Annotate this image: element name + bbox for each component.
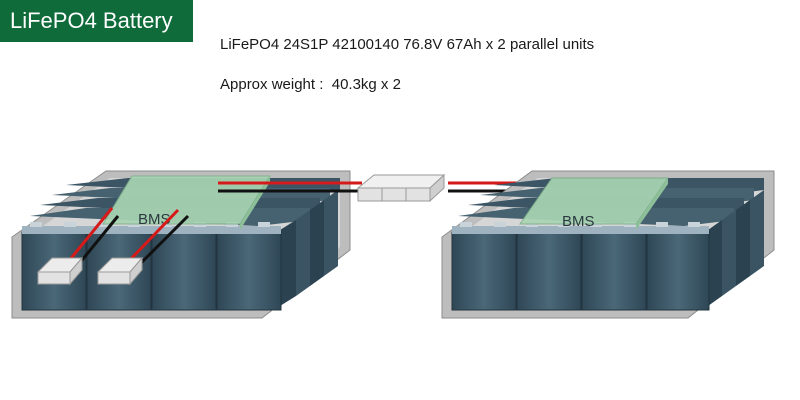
left-wires	[66, 207, 190, 268]
right-front-cells	[451, 222, 710, 311]
left-bms-label: BMS	[138, 211, 171, 228]
right-bms-label: BMS	[562, 213, 595, 230]
spec-weight-line: Approx weight : 40.3kg x 2	[220, 76, 401, 93]
spec-model-line: LiFePO4 24S1P 42100140 76.8V 67Ah x 2 pa…	[220, 36, 595, 53]
product-title-badge: LiFePO4 Battery	[0, 0, 193, 42]
left-front-cells	[21, 222, 282, 311]
right-battery-unit: BMS	[441, 170, 775, 319]
left-battery-unit: BMS	[11, 170, 351, 319]
right-side-cells	[708, 190, 764, 306]
left-front-connectors	[36, 256, 144, 286]
parallel-connector	[356, 173, 446, 203]
left-side-cells	[280, 190, 338, 306]
